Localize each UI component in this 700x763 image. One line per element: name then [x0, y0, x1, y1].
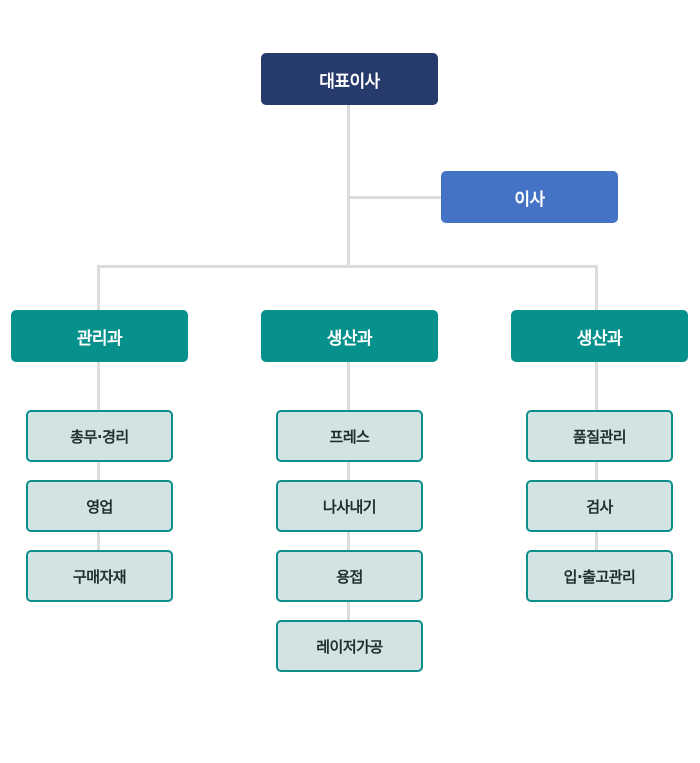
- team-threading: 나사내기: [276, 480, 423, 532]
- connector-director-branch: [348, 196, 442, 199]
- department-admin: 관리과: [11, 310, 188, 362]
- team-welding: 용접: [276, 550, 423, 602]
- connector-drop-left: [97, 265, 100, 311]
- team-purchasing: 구매자재: [26, 550, 173, 602]
- director-box: 이사: [441, 171, 618, 223]
- connector-drop-right: [595, 265, 598, 311]
- team-general-accounting: 총무·경리: [26, 410, 173, 462]
- department-production-quality: 생산과: [511, 310, 688, 362]
- team-inbound-outbound: 입·출고관리: [526, 550, 673, 602]
- team-quality-control: 품질관리: [526, 410, 673, 462]
- team-laser-processing: 레이저가공: [276, 620, 423, 672]
- department-production: 생산과: [261, 310, 438, 362]
- connector-ceo-trunk: [347, 104, 350, 268]
- team-inspection: 검사: [526, 480, 673, 532]
- ceo-box: 대표이사: [261, 53, 438, 105]
- connector-horizontal-bus: [97, 265, 598, 268]
- team-sales: 영업: [26, 480, 173, 532]
- team-press: 프레스: [276, 410, 423, 462]
